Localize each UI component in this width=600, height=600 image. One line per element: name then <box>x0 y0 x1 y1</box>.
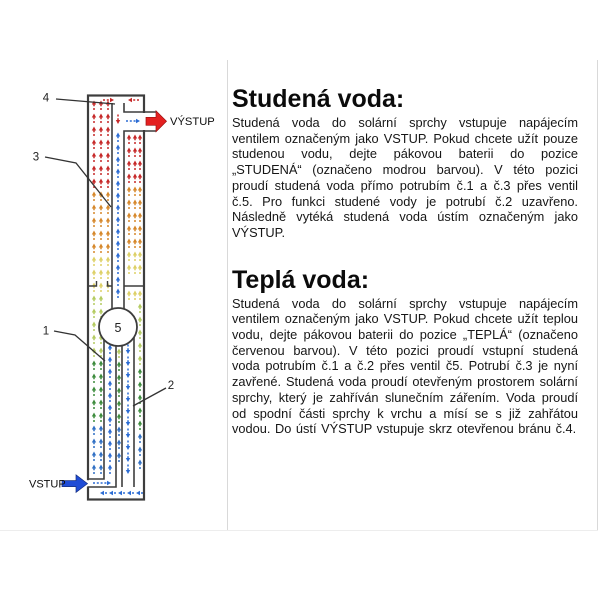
vstup-arrow <box>61 474 89 494</box>
gate-4-and-duct-top <box>123 103 157 113</box>
pipe-1-left-wall <box>88 336 105 480</box>
vystup-arrow <box>145 109 167 133</box>
part-label-4: 4 <box>43 93 50 105</box>
bottom-edge-line <box>0 530 598 531</box>
part-label-1: 1 <box>43 326 49 338</box>
tank-outline <box>86 94 146 501</box>
cold-water-heading: Studená voda: <box>232 85 405 113</box>
leader-line-3 <box>44 156 112 208</box>
vstup-label: VSTUP <box>29 479 66 491</box>
outlet-wall-opening <box>141 113 146 130</box>
vystup-label: VÝSTUP <box>170 115 215 128</box>
warm-water-heading: Teplá voda: <box>232 265 370 294</box>
valve-circle <box>98 307 138 347</box>
part-label-3: 3 <box>33 152 39 164</box>
water-flow-arrow-field <box>91 97 143 496</box>
baffle-left-segment <box>88 281 98 287</box>
baffle-middle-segment <box>106 281 112 287</box>
part-label-2: 2 <box>168 380 174 392</box>
explanation-column: Studená voda: Studená voda do solární sp… <box>232 86 578 463</box>
leader-line-2 <box>132 387 167 407</box>
valve-label: 5 <box>115 321 122 335</box>
solar-shower-diagram: 5 4 3 1 2 VÝSTUP VSTUP <box>29 93 215 501</box>
leader-line-1 <box>53 330 106 362</box>
column-divider-line <box>227 60 228 530</box>
inlet-wall-opening <box>86 480 91 487</box>
warm-water-paragraph: Studená voda do solární sprchy vstupuje … <box>232 295 578 437</box>
right-edge-line <box>597 60 598 530</box>
cold-water-paragraph: Studená voda do solární sprchy vstupuje … <box>232 115 578 240</box>
pipe-1-right-wall <box>88 336 117 488</box>
leader-line-4 <box>55 98 116 105</box>
pipe-3-right-wall-and-duct-bottom <box>123 130 157 312</box>
